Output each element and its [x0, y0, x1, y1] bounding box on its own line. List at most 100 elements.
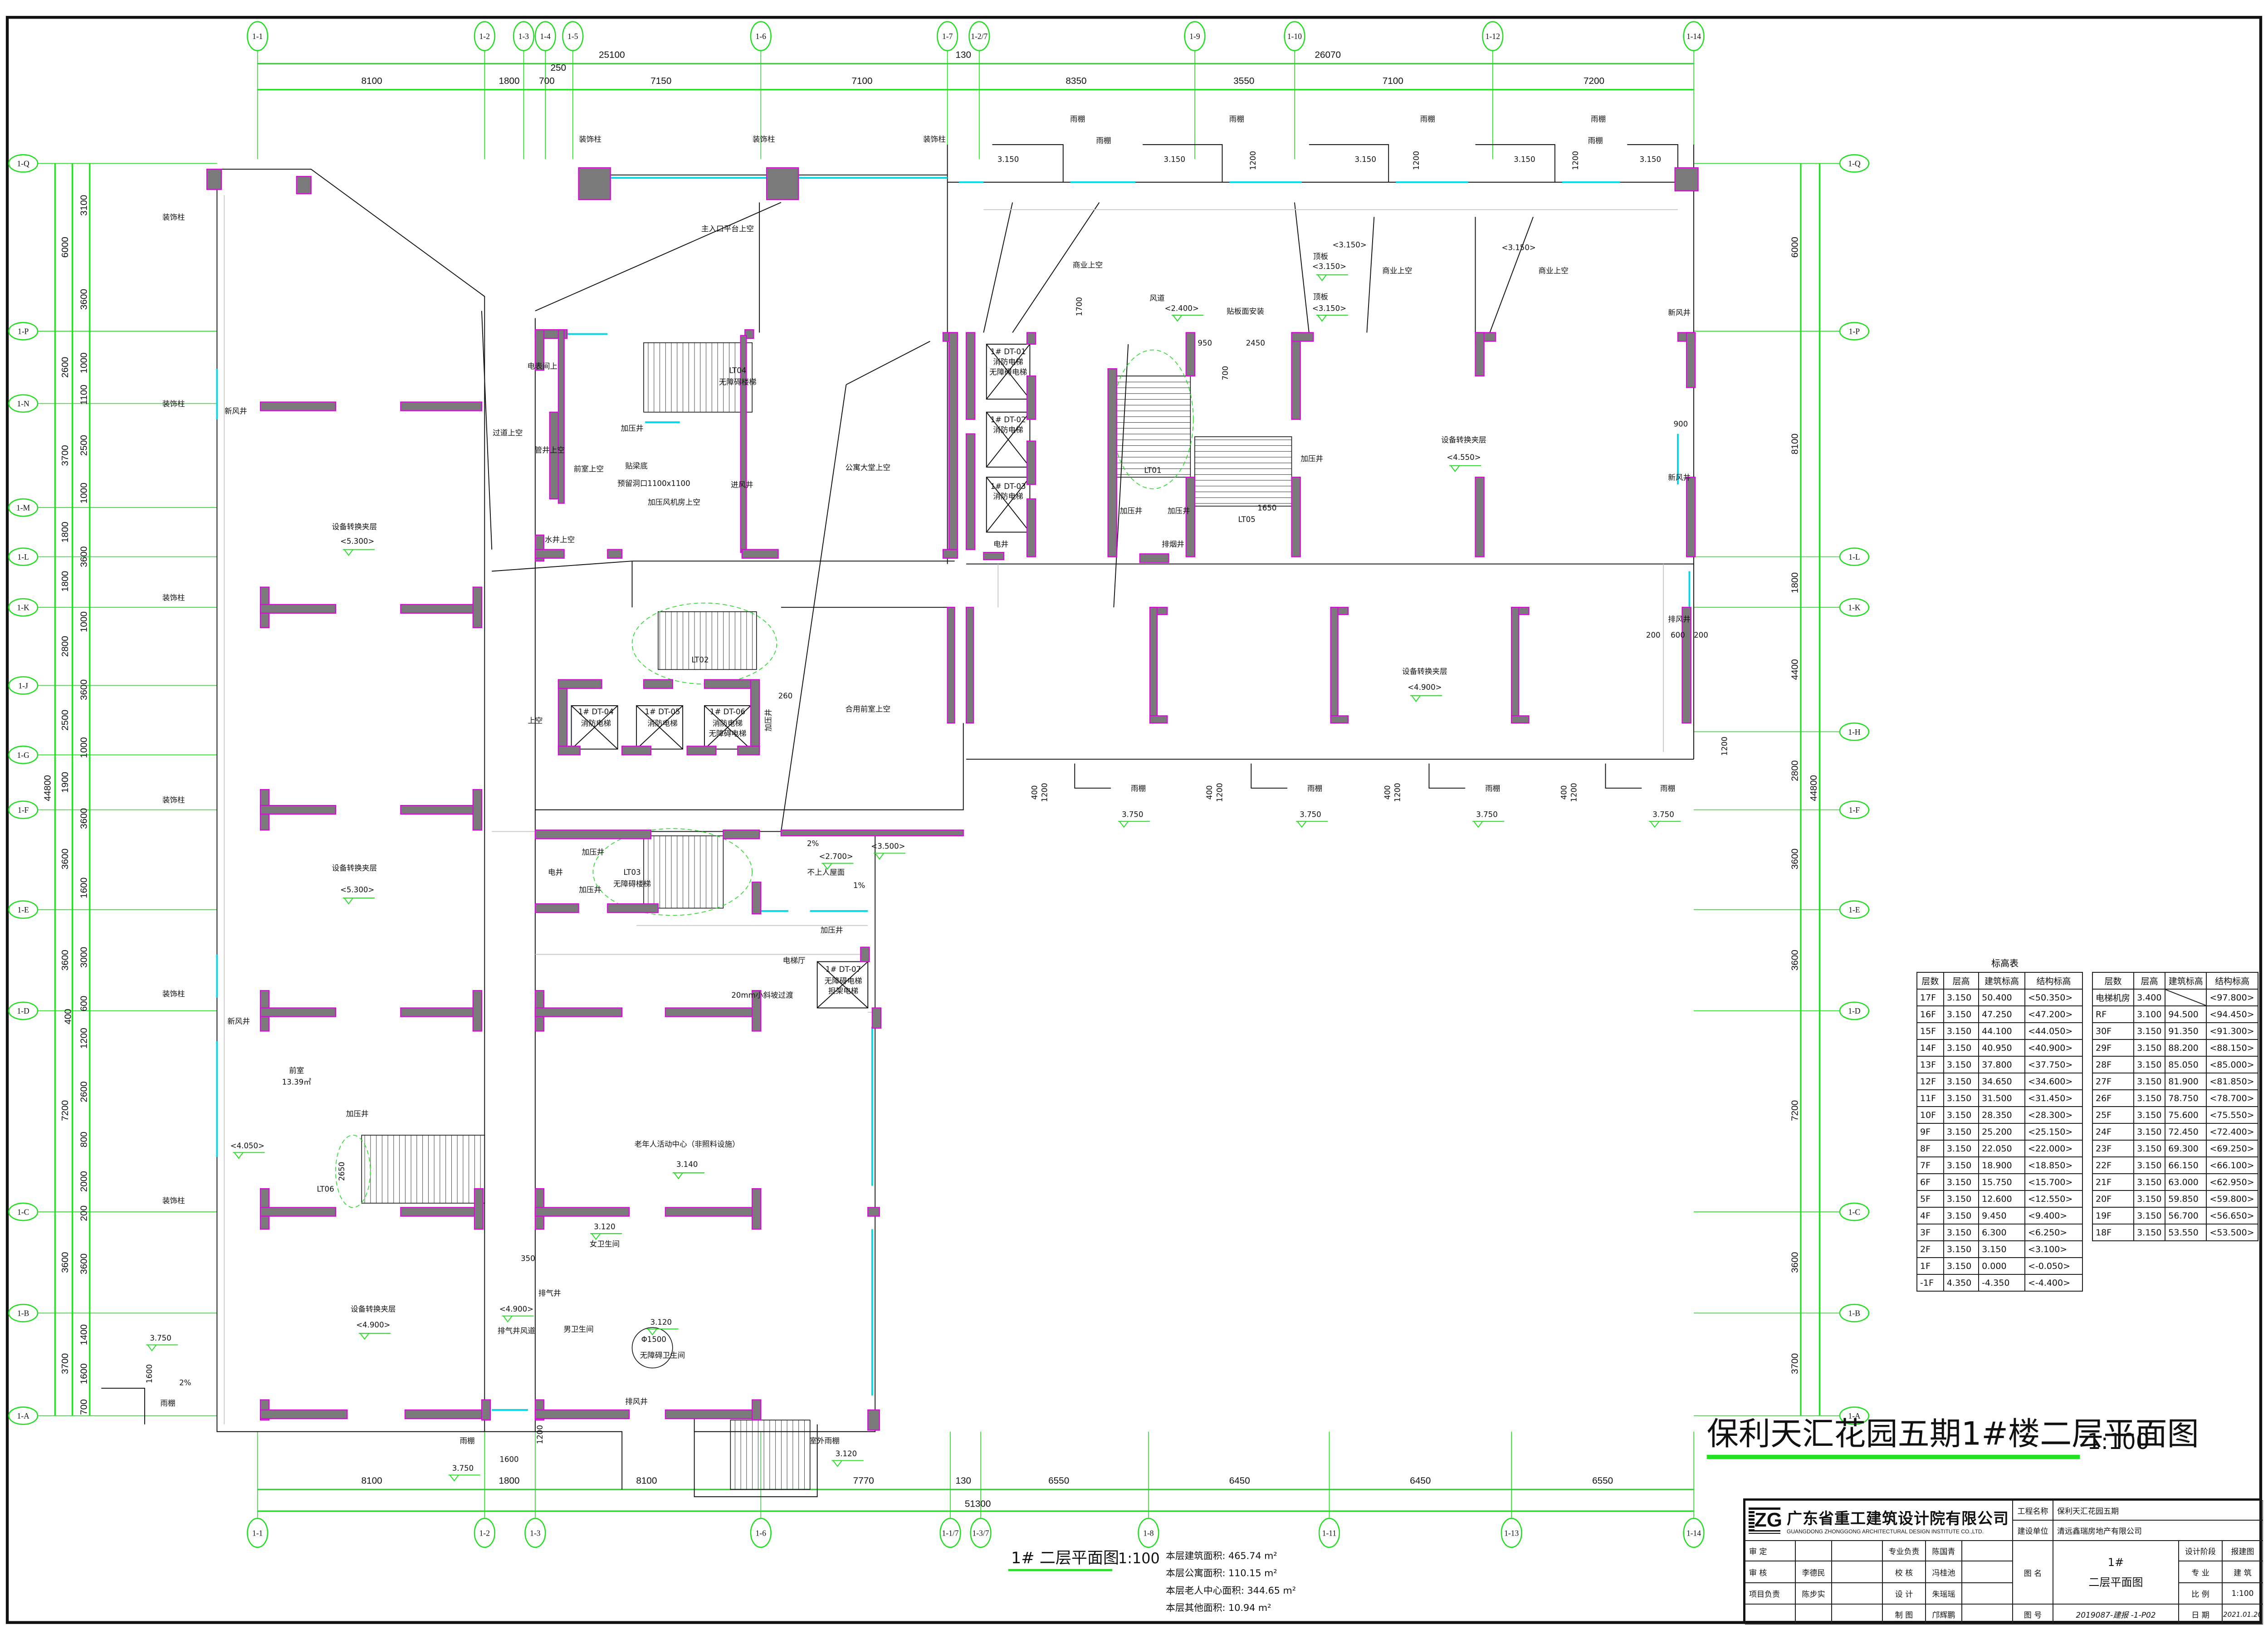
table-cell: 13F: [1916, 1056, 1944, 1073]
dimension-left-detail: 3600: [78, 808, 89, 829]
axis-label-top: 1-7: [942, 32, 953, 41]
table-cell: <85.000>: [2206, 1056, 2258, 1073]
room-label: 加压井: [1120, 507, 1143, 515]
table-cell: 3.150: [2133, 1224, 2166, 1241]
dimension-left-detail: 3600: [78, 1254, 89, 1274]
table-cell: 29F: [2092, 1039, 2135, 1057]
axis-label-right: 1-F: [1849, 805, 1860, 815]
room-label: 3.750: [1122, 810, 1143, 819]
elevation-marker-icon: [1296, 821, 1328, 828]
dimension-top-detail: 8350: [1066, 76, 1086, 86]
axis-label-right: 1-A: [1848, 1411, 1861, 1420]
dimension-left-detail: 1100: [78, 385, 89, 405]
wall-segment: [534, 829, 652, 839]
room-label: 1650: [1257, 504, 1276, 512]
table-cell: 0.000: [1978, 1257, 2025, 1275]
table-cell: 31.500: [1978, 1089, 2025, 1107]
stair-lt01: [1113, 376, 1191, 478]
room-label: 电井: [993, 540, 1008, 548]
axis-label-bottom: 1-11: [1322, 1528, 1336, 1537]
axis-label-top: 1-3: [518, 32, 529, 41]
axis-bubble-top: [1284, 21, 1305, 51]
table-cell: 3.150: [2133, 1073, 2166, 1090]
axis-label-left: 1-A: [17, 1411, 30, 1420]
axis-bubble-bottom: [939, 1517, 961, 1548]
table-cell: 3.150: [2133, 1140, 2166, 1157]
dimension-bottom-detail: 6450: [1410, 1476, 1431, 1486]
room-label: 加压井: [764, 709, 773, 732]
table-cell: 6.300: [1978, 1224, 2025, 1241]
room-label: 排气井: [538, 1289, 561, 1298]
wall-segment: [534, 549, 565, 559]
axis-bubble-left: [8, 1001, 39, 1020]
table-cell: <88.150>: [2206, 1039, 2258, 1057]
table-header: 层高: [1943, 972, 1980, 990]
axis-bubble-top: [1482, 21, 1504, 51]
wall-segment: [1686, 477, 1696, 557]
room-label: <3.150>: [1332, 240, 1366, 249]
axis-bubble-bottom: [247, 1517, 269, 1548]
room-label: 无障碍电梯: [709, 729, 747, 738]
elevation-marker-icon: [448, 1474, 480, 1482]
table-cell: 3.150: [2133, 1173, 2166, 1191]
wall-segment: [400, 1207, 483, 1217]
wall-segment: [400, 604, 483, 614]
elevator-shaft-icon: [986, 411, 1031, 468]
axis-label-left: 1-J: [18, 681, 28, 690]
dimension-left-axis: 3700: [60, 445, 70, 466]
wall-segment: [966, 332, 976, 420]
table-cell: <78.700>: [2206, 1089, 2258, 1107]
room-label: 雨棚: [1660, 784, 1675, 793]
table-cell: 18.900: [1978, 1156, 2025, 1174]
room-label: 加压井: [346, 1110, 369, 1118]
elevation-marker-icon: [1649, 821, 1681, 828]
table-cell: <28.300>: [2024, 1106, 2083, 1124]
wall-segment: [472, 789, 483, 831]
room-label: 3.150: [1354, 155, 1376, 164]
room-label: 装饰柱: [162, 1196, 185, 1205]
table-cell: <-0.050>: [2024, 1257, 2083, 1275]
room-label: 消防电梯: [581, 719, 611, 728]
table-cell: 3.400: [2133, 989, 2166, 1006]
table-cell: 3.150: [2133, 1156, 2166, 1174]
wall-segment: [1026, 440, 1036, 485]
wall-segment: [750, 679, 760, 753]
table-cell: 8F: [1916, 1140, 1944, 1157]
room-label: 2450: [1246, 339, 1265, 347]
dimension-left-detail: 1600: [78, 1363, 89, 1384]
stage-value: 报建图: [2222, 1541, 2263, 1561]
elevation-marker-icon: [233, 1152, 265, 1159]
dimension-bottom-detail: 6450: [1229, 1476, 1250, 1486]
structural-walls: [206, 167, 1699, 1431]
dimension-left-detail: 700: [78, 1399, 89, 1415]
table-cell: [2165, 989, 2207, 1006]
check-value: 冯桂池: [1926, 1561, 1962, 1583]
table-cell: 3.150: [1943, 1257, 1980, 1275]
room-label: 装饰柱: [162, 796, 185, 805]
room-label: 新风井: [1668, 473, 1691, 482]
elevation-marker-icon: [502, 1315, 534, 1323]
table-cell: 12.600: [1978, 1190, 2025, 1208]
room-label: 无障碍卫生间: [640, 1351, 685, 1360]
table-cell: <31.450>: [2024, 1089, 2083, 1107]
room-label: 消防电梯: [993, 358, 1023, 366]
table-cell: <91.300>: [2206, 1022, 2258, 1040]
dimension-left-detail: 3100: [78, 195, 89, 216]
elevator-shaft-icon: [816, 961, 869, 1009]
wall-segment: [534, 329, 545, 371]
axis-label-top: 1-2: [479, 32, 490, 41]
axis-label-bottom: 1-8: [1143, 1528, 1154, 1537]
dimension-right-axis: 2800: [1790, 760, 1800, 781]
table-cell: 28.350: [1978, 1106, 2025, 1124]
dimension-bottom-detail: 130: [955, 1476, 971, 1486]
elevator-shaft-icon: [704, 705, 751, 750]
dimension-left-axis: 1800: [60, 522, 70, 542]
wall-segment: [1026, 375, 1036, 420]
title-underline: [1706, 1454, 2080, 1459]
